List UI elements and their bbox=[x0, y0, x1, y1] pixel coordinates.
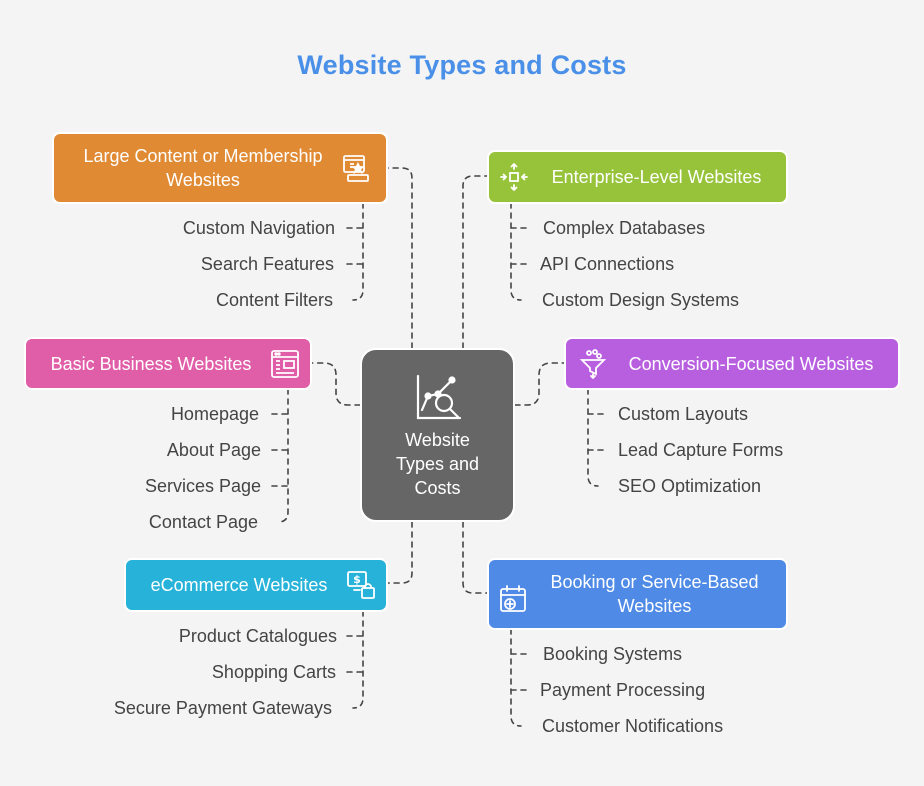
calendar-medical-icon bbox=[499, 584, 529, 614]
category-booking: Booking or Service-Based Websites bbox=[487, 558, 788, 630]
list-item: Custom Navigation bbox=[182, 218, 335, 238]
list-item: Booking Systems bbox=[543, 644, 683, 664]
list-item: Product Catalogues bbox=[178, 626, 337, 646]
list-item: Services Page bbox=[144, 476, 261, 496]
list-item: Shopping Carts bbox=[211, 662, 336, 682]
category-enterprise: Enterprise-Level Websites bbox=[487, 150, 788, 204]
list-item: Custom Design Systems bbox=[542, 290, 740, 310]
chart-magnifier-icon bbox=[414, 374, 464, 429]
center-node: Website Types and Costs bbox=[360, 348, 515, 522]
category-basic-business: Basic Business Websites bbox=[24, 337, 312, 390]
list-item: Lead Capture Forms bbox=[618, 440, 784, 460]
list-item: Contact Page bbox=[148, 512, 258, 532]
list-item: Homepage bbox=[170, 404, 259, 424]
list-item: Secure Payment Gateways bbox=[113, 698, 332, 718]
category-label: Booking or Service-Based Websites bbox=[550, 572, 759, 616]
category-large-content: Large Content or Membership Websites bbox=[52, 132, 388, 204]
center-label: Website Types and Costs bbox=[395, 430, 480, 498]
webpage-layout-icon bbox=[270, 349, 300, 379]
list-item: About Page bbox=[166, 440, 261, 460]
category-ecommerce: eCommerce Websites $ bbox=[124, 558, 388, 612]
list-item: Content Filters bbox=[215, 290, 333, 310]
list-item: SEO Optimization bbox=[618, 476, 762, 496]
category-label: Large Content or Membership Websites bbox=[83, 146, 323, 190]
diagram-title: Website Types and Costs bbox=[297, 50, 627, 80]
category-label: Basic Business Websites bbox=[50, 353, 252, 374]
funnel-icon bbox=[578, 348, 608, 379]
list-item: Payment Processing bbox=[540, 680, 706, 700]
list-item: Search Features bbox=[200, 254, 334, 274]
list-item: Customer Notifications bbox=[542, 716, 724, 736]
svg-text:$: $ bbox=[353, 573, 361, 586]
list-item: Complex Databases bbox=[543, 218, 706, 238]
category-conversion: Conversion-Focused Websites bbox=[564, 337, 900, 390]
category-label: Enterprise-Level Websites bbox=[551, 167, 762, 187]
browser-star-icon bbox=[342, 153, 372, 183]
list-item: API Connections bbox=[540, 254, 675, 274]
payment-bag-icon: $ bbox=[346, 570, 376, 600]
category-label: eCommerce Websites bbox=[150, 575, 328, 595]
category-label: Conversion-Focused Websites bbox=[628, 353, 874, 374]
move-arrows-icon bbox=[499, 162, 529, 192]
list-item: Custom Layouts bbox=[618, 404, 749, 424]
